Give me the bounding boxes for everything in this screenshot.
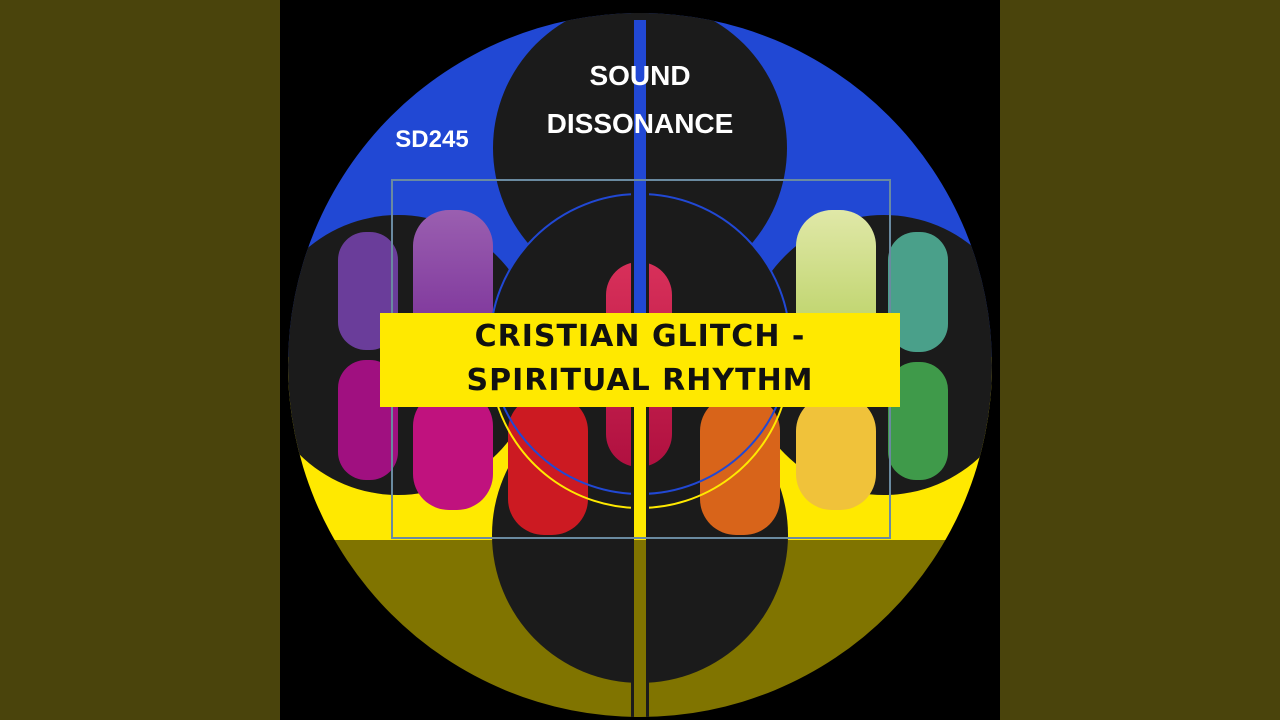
bar-green [888,362,948,480]
album-artwork: SOUND DISSONANCE SD245 CRISTIAN GLITCH -… [280,0,1000,720]
artist-title-line2: SPIRITUAL RHYTHM [466,363,814,398]
vertical-divider-blue [634,20,646,350]
bar-orange-right [700,395,780,535]
bar-gold-bottom [796,395,876,510]
label-name-line2: DISSONANCE [546,108,734,139]
right-side-panel [1000,0,1280,720]
bar-teal [888,232,948,352]
catalog-number: SD245 [395,126,469,153]
title-banner: CRISTIAN GLITCH - SPIRITUAL RHYTHM [380,313,900,407]
label-name-line1: SOUND [589,60,691,91]
bar-magenta-bottom [413,390,493,510]
left-side-panel [0,0,280,720]
artist-title-line1: CRISTIAN GLITCH - [474,319,806,354]
vertical-divider-olive [634,540,646,717]
bar-red-left [508,395,588,535]
